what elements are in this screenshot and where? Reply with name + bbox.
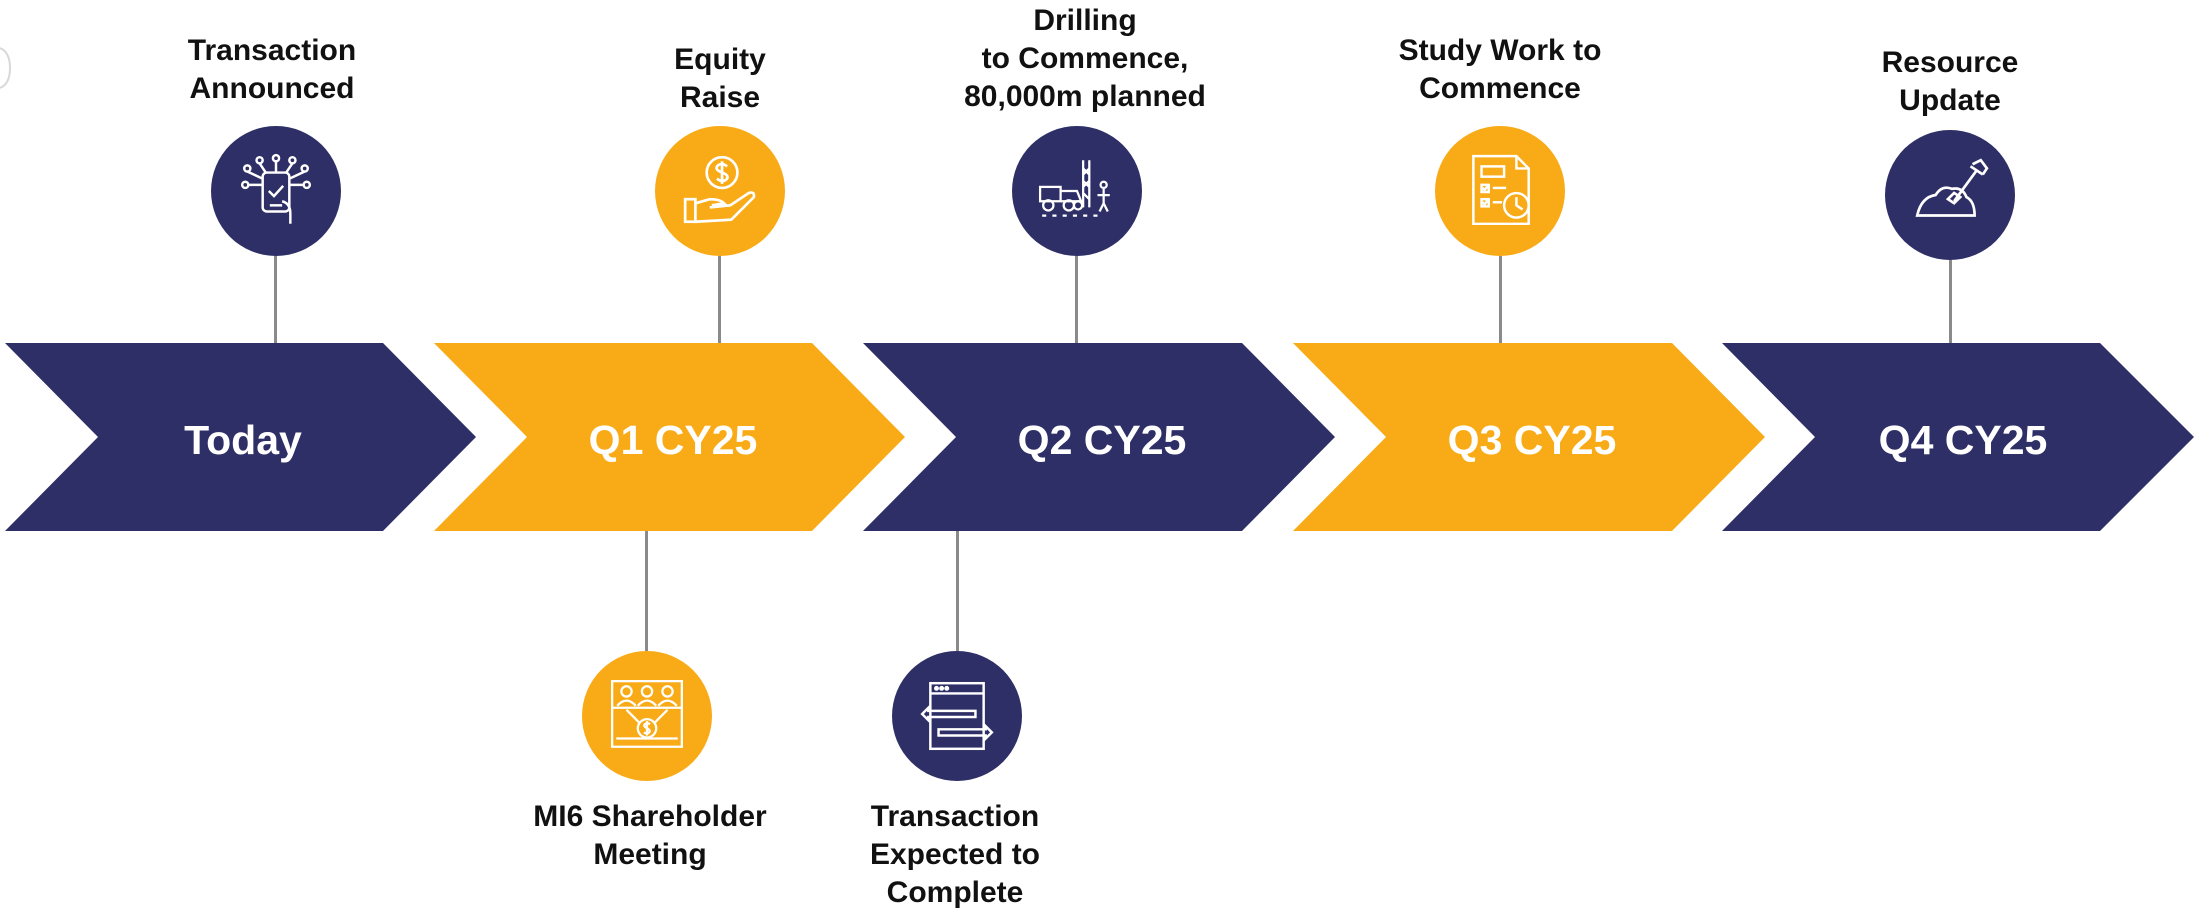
connector-drilling (1075, 256, 1078, 343)
event-label-drilling: Drilling to Commence, 80,000m planned (964, 4, 1206, 113)
event-circle-transaction-announced (211, 126, 341, 256)
event-circle-shareholder-meeting (582, 651, 712, 781)
event-label-transaction-announced: Transaction Announced (187, 34, 357, 105)
stage-label-q3: Q3 CY25 (1447, 417, 1617, 463)
connector-transaction-announced (274, 256, 277, 343)
chevron-q3 (1293, 343, 1765, 531)
event-circle-transaction-complete (892, 651, 1022, 781)
connector-transaction-complete (956, 531, 959, 651)
event-circle-equity-raise (655, 126, 785, 256)
stage-label-today: Today (184, 417, 302, 463)
stage-label-q2: Q2 CY25 (1017, 417, 1187, 463)
connector-equity-raise (718, 256, 721, 343)
drill-rig-icon (1038, 160, 1110, 217)
shareholder-meeting-icon (611, 680, 683, 748)
stage-label-q1: Q1 CY25 (588, 417, 758, 463)
event-label-resource-update: Resource Update (1881, 46, 2019, 117)
event-label-equity-raise: Equity Raise (674, 43, 766, 114)
connector-resource-update (1949, 260, 1952, 343)
event-circle-drilling (1012, 126, 1142, 256)
transfer-arrows-icon (920, 681, 994, 751)
connector-shareholder-meeting (645, 531, 648, 651)
chevron-q1 (434, 343, 905, 531)
hand-dollar-icon (683, 155, 756, 224)
event-circle-resource-update (1885, 130, 2015, 260)
checklist-clock-icon (1472, 154, 1530, 226)
event-circle-study-work (1435, 126, 1565, 256)
event-label-transaction-complete: Transaction Expected to Complete (869, 800, 1041, 909)
event-label-study-work: Study Work to Commence (1398, 34, 1602, 105)
connector-study-work (1499, 256, 1502, 343)
stage-label-q4: Q4 CY25 (1878, 417, 2048, 463)
shovel-mound-icon (1915, 158, 1989, 217)
chevron-q2 (863, 343, 1335, 531)
chevron-q4 (1722, 343, 2194, 531)
chevron-today (5, 343, 476, 531)
digital-transaction-icon (240, 153, 312, 224)
event-label-shareholder-meeting: MI6 Shareholder Meeting (533, 800, 767, 871)
decorative-arc (0, 47, 12, 89)
